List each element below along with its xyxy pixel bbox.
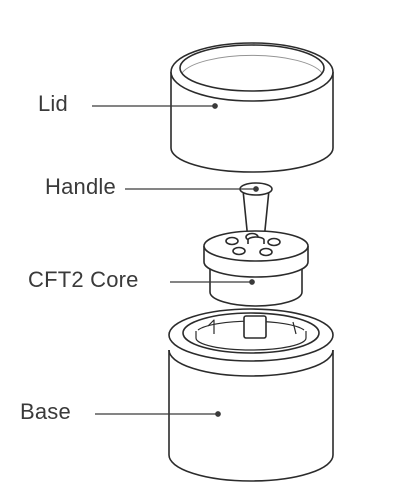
base-label: Base bbox=[20, 399, 71, 424]
handle-label: Handle bbox=[45, 174, 116, 199]
core-leader-dot bbox=[249, 279, 255, 285]
core-label: CFT2 Core bbox=[28, 267, 139, 292]
core-part bbox=[203, 230, 309, 307]
handle-leader-dot bbox=[253, 186, 259, 192]
lid-label: Lid bbox=[38, 91, 68, 116]
base-leader-dot bbox=[215, 411, 221, 417]
lid-leader-dot bbox=[212, 103, 218, 109]
lid-part bbox=[170, 42, 334, 173]
base-part bbox=[168, 308, 334, 482]
